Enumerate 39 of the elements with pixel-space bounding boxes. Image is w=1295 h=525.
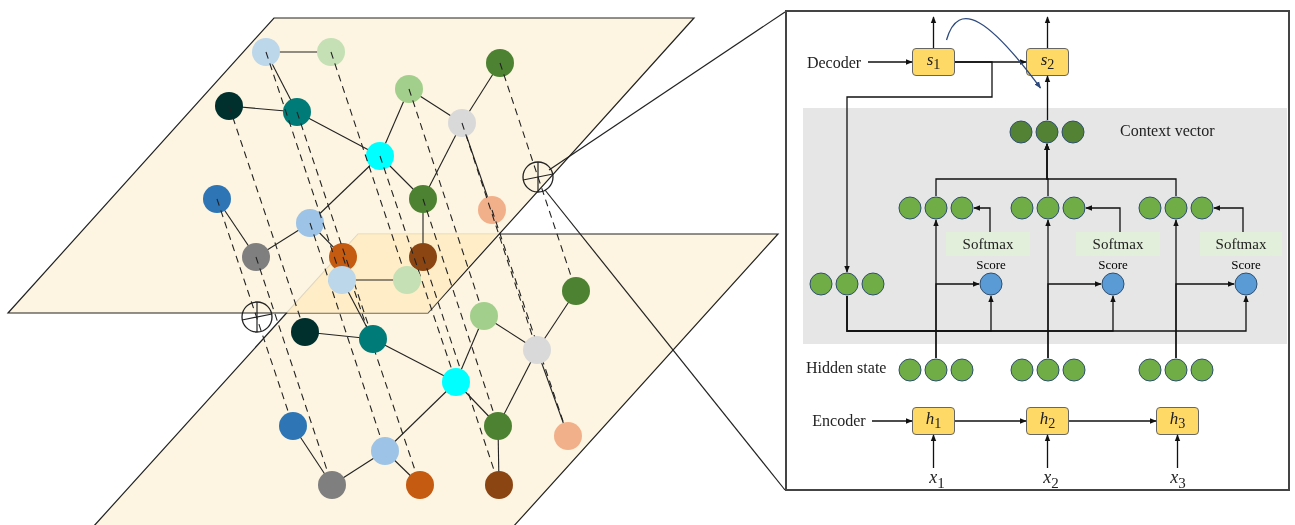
arrow [935,281,980,359]
arrow [1044,75,1051,121]
softmax-box: Softmax [946,232,1030,256]
score-label: Score [975,258,1007,272]
encoder-label: Encoder [806,410,872,432]
attention-panel [803,108,1287,344]
state-box: h$_{1}$ [912,407,955,435]
softmax-box: Softmax [1200,232,1282,256]
context-label: Context vector [1120,122,1215,140]
arrow [1044,143,1177,197]
state-box: s$_{2}$ [1026,48,1069,76]
input-label: x$_{1}$ [926,468,948,490]
score-label: Score [1230,258,1262,272]
arrow [1174,434,1181,469]
input-label: x$_{2}$ [1040,468,1062,490]
arrow [1085,205,1121,233]
input-label: x$_{3}$ [1167,468,1189,490]
arrow [846,295,1249,332]
arrow [1175,281,1235,359]
state-box: h$_{2}$ [1026,407,1069,435]
softmax-box: Softmax [1076,232,1160,256]
arrow [930,16,937,49]
arrow [945,18,1042,89]
arrow [844,61,993,273]
decoder-label: Decoder [800,52,868,74]
arrow [973,205,991,233]
arrow [1213,205,1244,233]
arrow [1044,434,1051,469]
score-label: Score [1097,258,1129,272]
arrow [930,434,937,469]
arrow [1068,418,1157,424]
arrow [871,418,913,424]
arrow [867,59,913,65]
arrow [954,418,1027,424]
arrow [1044,16,1051,49]
row-label: Hidden state [806,359,887,377]
state-box: s$_{1}$ [912,48,955,76]
arrow [1047,281,1102,359]
state-box: h$_{3}$ [1156,407,1199,435]
